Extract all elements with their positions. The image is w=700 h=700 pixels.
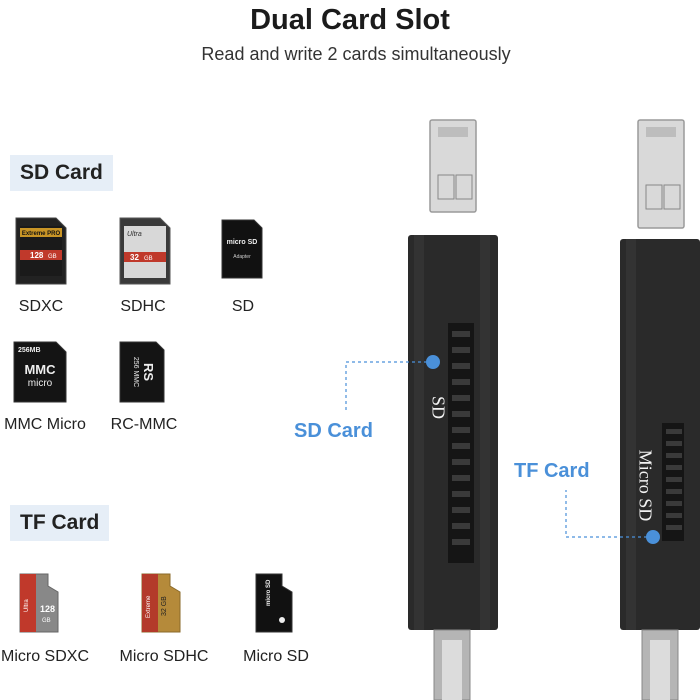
sdhc-card-icon: Ultra 32 GB <box>119 217 171 285</box>
sd-label: SD <box>231 298 255 315</box>
svg-text:Ultra: Ultra <box>127 231 142 238</box>
micro-sdhc-card-icon: Extreme 32 GB <box>141 573 181 633</box>
svg-text:GB: GB <box>48 254 57 260</box>
mmc-micro-label: MMC Micro <box>4 416 86 433</box>
micro-sdxc-card-icon: 128 GB Ultra <box>19 573 59 633</box>
sd-card-callout: SD Card <box>294 420 373 442</box>
micro-sd-label: Micro SD <box>243 648 309 665</box>
svg-text:RS: RS <box>141 363 156 381</box>
svg-text:Extreme: Extreme <box>146 595 152 618</box>
svg-text:micro SD: micro SD <box>227 239 258 246</box>
sd-card-section-heading: SD Card <box>10 155 113 191</box>
svg-text:MMC: MMC <box>24 362 56 377</box>
mmc-micro-card-icon: 256MB MMC micro <box>13 341 67 403</box>
svg-text:32 GB: 32 GB <box>161 596 168 616</box>
sdxc-card-icon: Extreme PRO 128 GB <box>15 217 67 285</box>
svg-text:Ultra: Ultra <box>24 599 30 612</box>
svg-text:256MB: 256MB <box>18 347 41 354</box>
micro-sdxc-label: Micro SDXC <box>0 648 89 665</box>
svg-text:GB: GB <box>144 256 153 262</box>
svg-text:128: 128 <box>40 604 55 614</box>
micro-sdhc-label: Micro SDHC <box>119 648 209 665</box>
svg-text:128: 128 <box>30 251 44 260</box>
rc-mmc-card-icon: RS 256 MMC <box>119 341 165 403</box>
sd-card-reader-device: SD <box>404 115 504 700</box>
svg-text:256 MMC: 256 MMC <box>132 357 139 387</box>
sdhc-label: SDHC <box>120 298 166 315</box>
micro-sd-card-icon: micro SD <box>255 573 293 633</box>
page-subtitle: Read and write 2 cards simultaneously <box>201 44 511 64</box>
svg-text:micro: micro <box>28 378 53 389</box>
svg-text:GB: GB <box>42 618 51 624</box>
tf-card-reader-device: Micro SD <box>612 115 700 700</box>
sdxc-label: SDXC <box>18 298 64 315</box>
rc-mmc-label: RC-MMC <box>110 416 178 433</box>
svg-text:Extreme PRO: Extreme PRO <box>22 231 61 237</box>
tf-card-callout: TF Card <box>514 460 590 482</box>
sd-adapter-icon: micro SD Adapter <box>221 219 263 279</box>
svg-text:32: 32 <box>130 253 139 262</box>
page-title: Dual Card Slot <box>250 4 450 36</box>
svg-text:micro SD: micro SD <box>266 579 272 606</box>
tf-card-section-heading: TF Card <box>10 505 110 541</box>
svg-text:Adapter: Adapter <box>233 254 251 260</box>
